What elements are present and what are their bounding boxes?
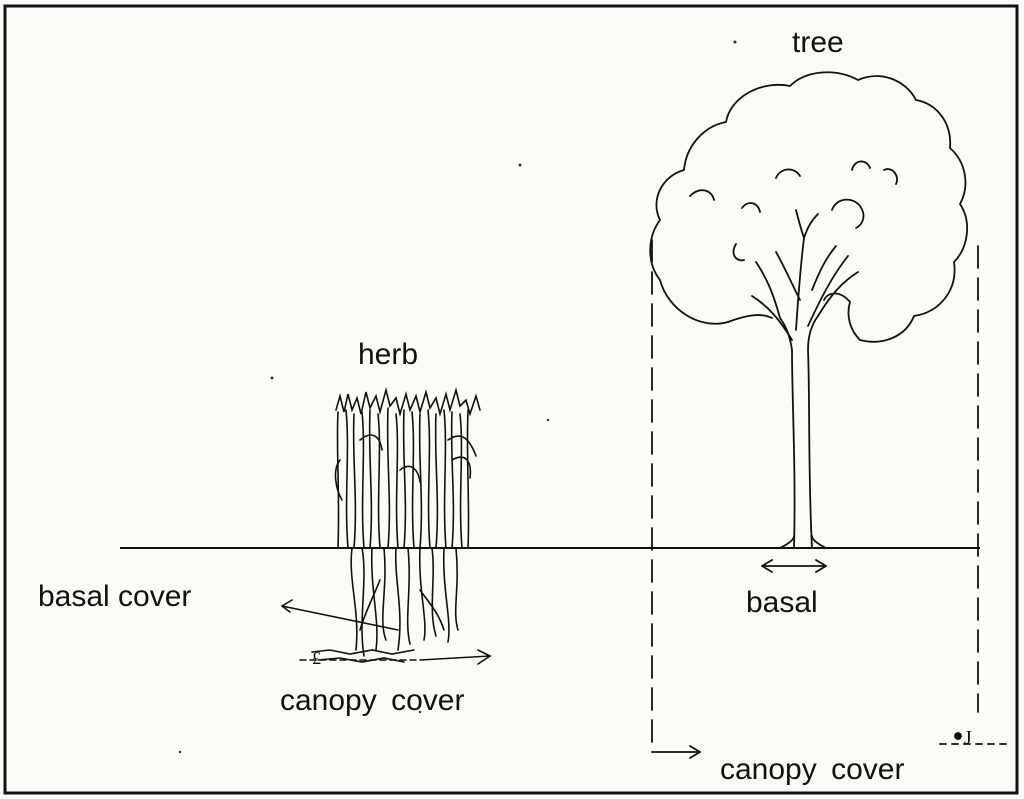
background-specks — [178, 40, 737, 754]
tree-drawing: J — [649, 71, 1013, 759]
basal-cover-label: basal cover — [38, 580, 192, 613]
basal-label: basal — [746, 586, 818, 619]
outer-border — [3, 4, 1019, 795]
herb-canopy-cover-label: canopy cover — [280, 684, 465, 717]
svg-text:J: J — [964, 727, 972, 749]
svg-text:£: £ — [312, 648, 321, 668]
tree-canopy-cover-label: canopy cover — [720, 753, 905, 786]
herb-drawing: £ — [281, 386, 492, 668]
tree-label: tree — [792, 26, 844, 59]
herb-label: herb — [358, 338, 419, 371]
